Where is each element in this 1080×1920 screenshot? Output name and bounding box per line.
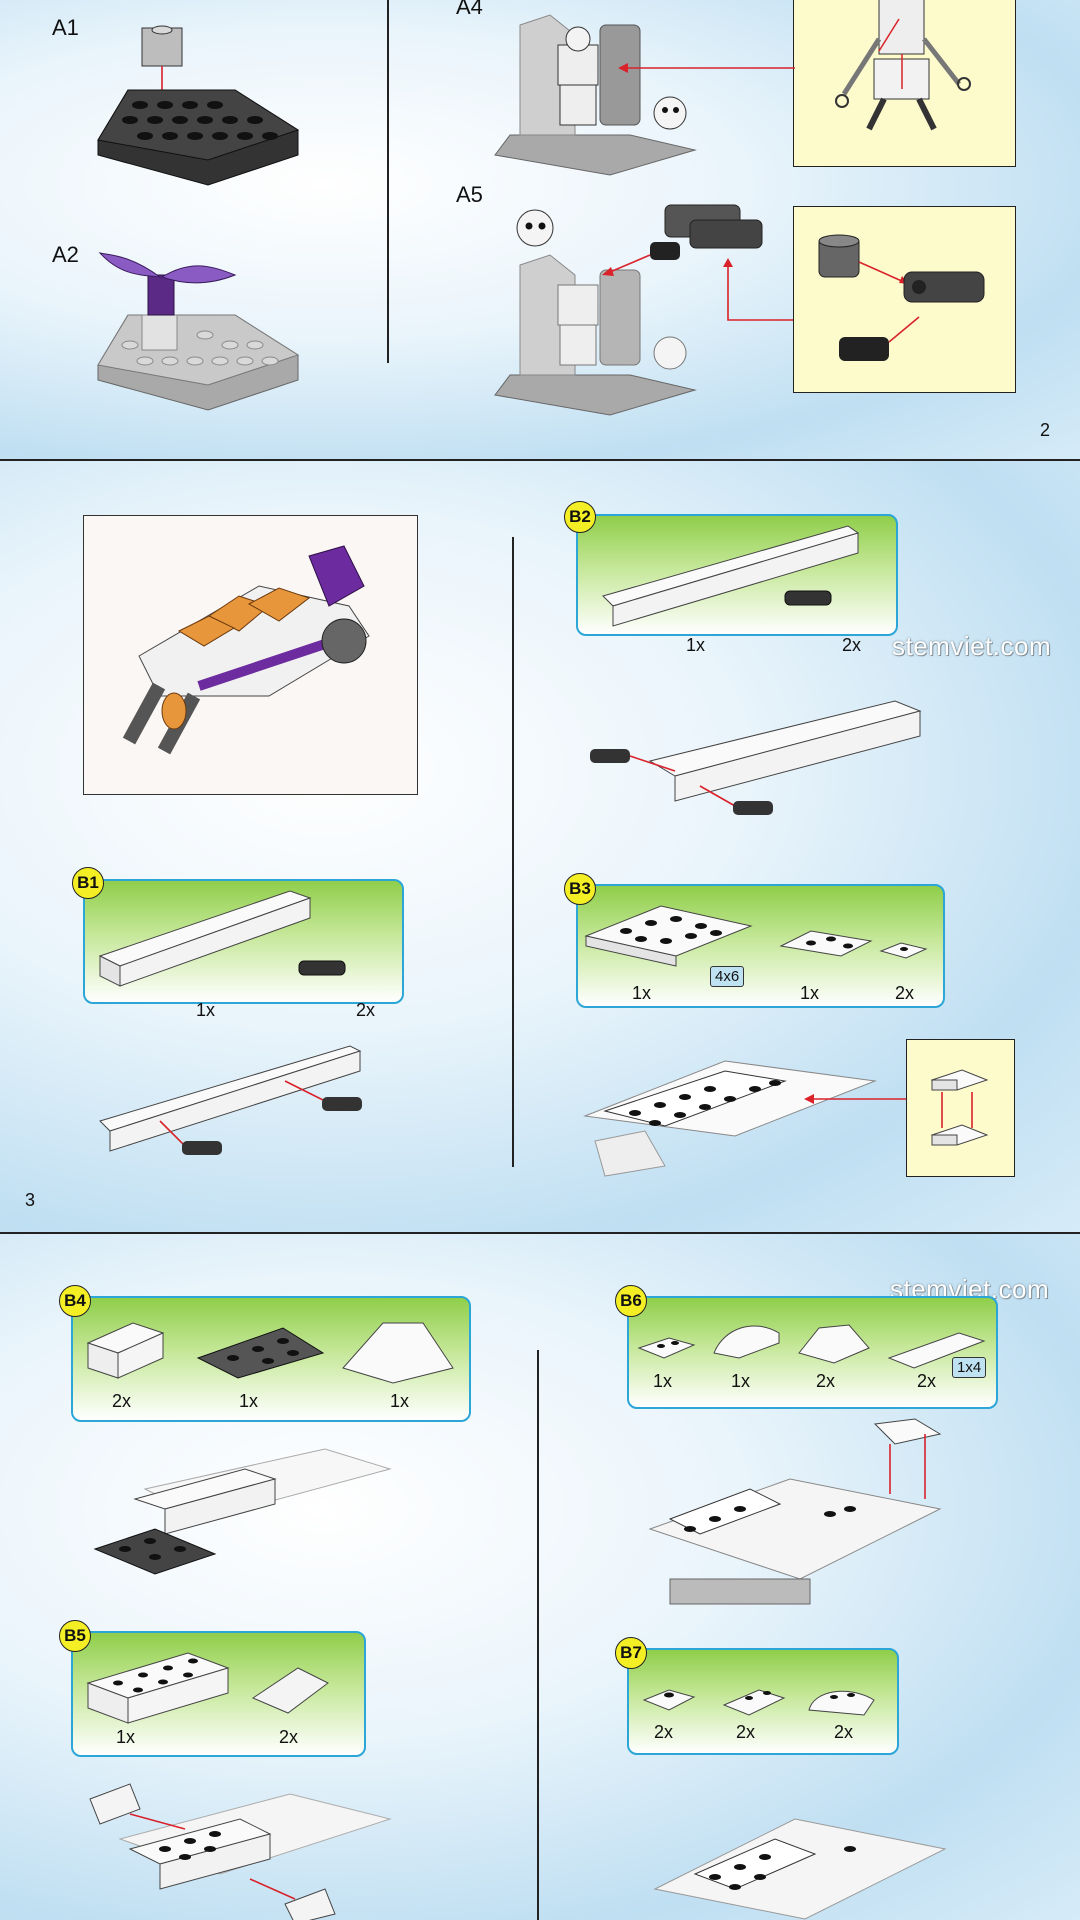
- b7-curved-qty: 2x: [834, 1722, 853, 1743]
- b2-beam-qty: 1x: [686, 635, 705, 656]
- b7-plate-qty: 2x: [654, 1722, 673, 1743]
- step-a4-arrow: [610, 60, 800, 80]
- column-divider: [537, 1350, 539, 1920]
- step-b5-badge: B5: [59, 1620, 91, 1652]
- step-b1-parts-box: [83, 879, 404, 1004]
- b1-pin-qty: 2x: [356, 1000, 375, 1021]
- step-a2-label: A2: [52, 242, 79, 268]
- b2-pin-qty: 2x: [842, 635, 861, 656]
- step-b4-assembly-icon: [95, 1449, 395, 1599]
- step-b2-badge: B2: [564, 501, 596, 533]
- step-b5-assembly-icon: [90, 1779, 390, 1920]
- brick-icon: [83, 1313, 463, 1393]
- step-b1-assembly-icon: [100, 1041, 370, 1171]
- brick-icon: [639, 1313, 989, 1373]
- b5-brick-qty: 1x: [116, 1727, 135, 1748]
- step-a5-callout: [793, 206, 1016, 393]
- step-b3-callout: [906, 1039, 1015, 1177]
- b6-slope-qty: 2x: [816, 1371, 835, 1392]
- step-b7-assembly-icon: [655, 1779, 955, 1919]
- instruction-page-3: B1 1x 2x 3 B2 1x 2x stemviet.com: [0, 461, 1080, 1232]
- instruction-page-2: A1 A2 A4: [0, 0, 1080, 460]
- b6-tile-qty: 2x: [917, 1371, 936, 1392]
- step-a2-plant-icon: [90, 245, 300, 415]
- watermark: stemviet.com: [892, 631, 1051, 662]
- b3-plate-medium-qty: 1x: [800, 983, 819, 1004]
- technic-beam-icon: [100, 886, 310, 976]
- plate-icon: [586, 891, 936, 981]
- b6-size-tag: 1x4: [952, 1357, 986, 1378]
- column-divider: [512, 537, 514, 1167]
- b6-curved-qty: 1x: [731, 1371, 750, 1392]
- step-b4-badge: B4: [59, 1285, 91, 1317]
- skeleton-minifig-icon: [824, 0, 994, 159]
- b3-plate-small-qty: 2x: [895, 983, 914, 1004]
- step-b3-assembly-icon: [585, 1041, 885, 1181]
- step-b6-badge: B6: [615, 1285, 647, 1317]
- brick-icon: [88, 1648, 358, 1728]
- b7-bracket-qty: 2x: [736, 1722, 755, 1743]
- step-b6-assembly-icon: [650, 1419, 950, 1619]
- step-a5-arrow: [720, 255, 800, 325]
- connector-pin-icon: [809, 227, 1004, 377]
- step-a4-throne-icon: [490, 5, 700, 180]
- page-number: 3: [25, 1190, 35, 1211]
- b4-brick-qty: 2x: [112, 1391, 131, 1412]
- b3-size-tag: 4x6: [710, 966, 744, 987]
- brick-icon: [639, 1665, 889, 1725]
- b3-plate-large-qty: 1x: [632, 983, 651, 1004]
- page-number: 2: [1040, 420, 1050, 441]
- b6-plate-qty: 1x: [653, 1371, 672, 1392]
- plate-icon: [932, 1070, 992, 1160]
- step-a4-label: A4: [456, 0, 483, 20]
- b1-beam-qty: 1x: [196, 1000, 215, 1021]
- step-b3-arrow: [800, 1089, 910, 1109]
- step-a5-label: A5: [456, 182, 483, 208]
- step-b2-parts-box: [576, 514, 898, 636]
- step-b6-parts-box: [627, 1296, 998, 1409]
- step-b7-badge: B7: [615, 1637, 647, 1669]
- step-a1-label: A1: [52, 15, 79, 41]
- step-a4-callout: [793, 0, 1016, 167]
- step-b2-assembly-icon: [585, 701, 925, 831]
- b4-wedge-plate-qty: 1x: [239, 1391, 258, 1412]
- connector-pin-icon: [297, 956, 347, 981]
- connector-pin-icon: [783, 586, 833, 611]
- b4-slope-qty: 1x: [390, 1391, 409, 1412]
- finished-model-frame: [83, 515, 418, 795]
- b5-slope-qty: 2x: [279, 1727, 298, 1748]
- step-a1-plate-icon: [90, 20, 300, 190]
- step-b1-badge: B1: [72, 867, 104, 899]
- step-b3-badge: B3: [564, 873, 596, 905]
- instruction-page-4: stemviet.com B4 2x 1x 1x B5 1x 2x: [0, 1234, 1080, 1920]
- column-divider: [387, 0, 389, 363]
- vehicle-model-icon: [119, 546, 389, 766]
